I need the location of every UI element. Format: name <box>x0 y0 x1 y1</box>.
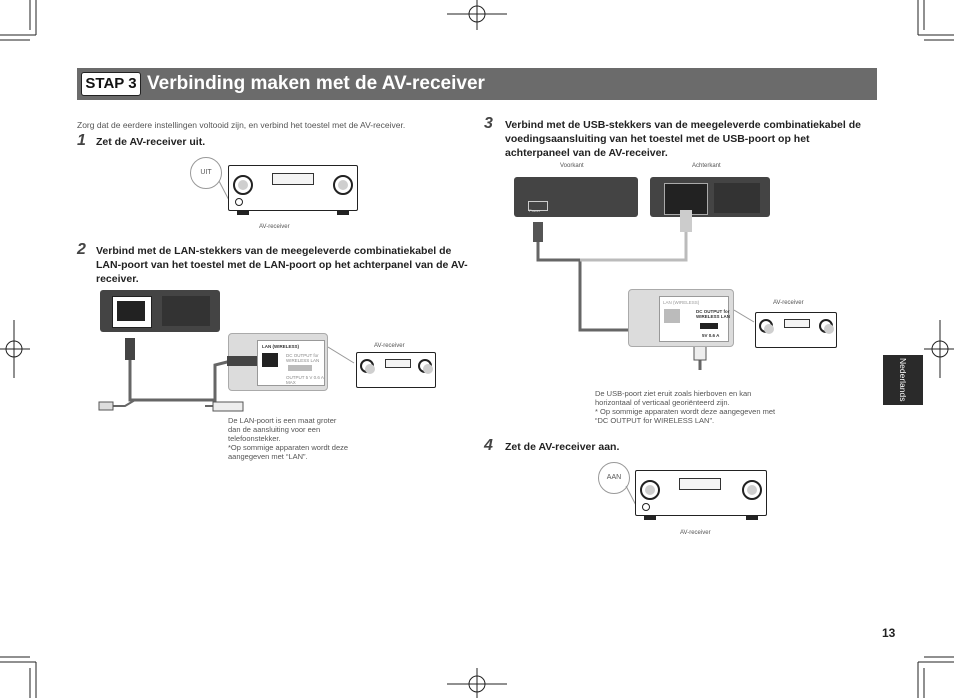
step2-notes: De LAN-poort is een maat groter dan de a… <box>228 416 349 461</box>
volume-knob-right <box>333 175 353 195</box>
receiver-foot <box>337 211 349 215</box>
step-badge: STAP 3 <box>81 72 141 96</box>
usb-port-icon <box>700 323 718 329</box>
page-number: 13 <box>882 626 896 640</box>
step1-av-receiver <box>228 165 358 215</box>
volume-knob-left <box>233 175 253 195</box>
step4-on-bubble: AAN <box>598 462 630 494</box>
step3-receiver-backpanel: LAN (WIRELESS) DC OUTPUT for WIRELESS LA… <box>628 289 734 347</box>
step1-receiver-label: AV-receiver <box>259 224 290 230</box>
step1-number: 1 <box>77 132 86 149</box>
front-label: Voorkant <box>560 163 584 169</box>
power-button-icon <box>235 198 243 206</box>
lan-port-icon <box>664 309 680 323</box>
callout-pointer <box>734 309 755 323</box>
step2-receiver-label: AV-receiver <box>374 343 405 349</box>
step4-av-receiver <box>635 470 767 520</box>
step2-lan-cable <box>98 338 244 412</box>
language-tab-label: Nederlands <box>898 358 908 402</box>
lan-plug-icon <box>227 356 257 366</box>
section-header: STAP 3 Verbinding maken met de AV-receiv… <box>77 68 877 100</box>
dc-output-label: DC OUTPUT for WIRELESS LAN <box>286 353 320 363</box>
receiver-foot <box>237 211 249 215</box>
device-front: Power <box>514 177 638 217</box>
step3-av-receiver <box>755 312 837 348</box>
callout-pointer <box>328 346 355 364</box>
lan-port-icon <box>262 353 278 367</box>
step4-receiver-label: AV-receiver <box>680 530 711 536</box>
step2-av-receiver <box>356 352 436 388</box>
language-tab <box>883 355 923 405</box>
dc-spec: 5V 0.6 A <box>702 333 720 338</box>
device-lan-port-icon <box>112 296 152 328</box>
dc-output-label: DC OUTPUT for WIRELESS LAN <box>696 309 731 319</box>
step1-off-bubble: UIT <box>190 157 222 189</box>
page-title: Verbinding maken met de AV-receiver <box>147 73 485 94</box>
power-port-icon <box>528 201 548 211</box>
back-label: Achterkant <box>692 163 721 169</box>
step3-text: Verbind met de USB-stekkers van de meege… <box>505 119 861 159</box>
step4-number: 4 <box>484 437 493 454</box>
step2-device-rear <box>100 290 220 332</box>
step4-text: Zet de AV-receiver aan. <box>505 441 620 453</box>
usb-port-icon <box>288 365 312 371</box>
intro-text: Zorg dat de eerdere instellingen voltooi… <box>77 120 406 130</box>
step2-receiver-backpanel: LAN (WIRELESS) DC OUTPUT for WIRELESS LA… <box>227 333 328 391</box>
lan-port-label: LAN (WIRELESS) <box>262 344 299 349</box>
step1-text: Zet de AV-receiver uit. <box>96 136 206 148</box>
power-label: Power <box>529 208 541 213</box>
step3-notes: De USB-poort ziet eruit zoals hierboven … <box>595 389 776 425</box>
step2-number: 2 <box>77 241 86 258</box>
device-back <box>650 177 770 217</box>
step3-number: 3 <box>484 115 493 132</box>
dc-spec: OUTPUT 5 V 0.6 A MAX <box>286 375 324 385</box>
receiver-display <box>272 173 314 185</box>
step3-receiver-label: AV-receiver <box>773 300 804 306</box>
lan-port-label: LAN (WIRELESS) <box>663 300 700 305</box>
step2-text: Verbind met de LAN-stekkers van de meege… <box>96 245 468 285</box>
